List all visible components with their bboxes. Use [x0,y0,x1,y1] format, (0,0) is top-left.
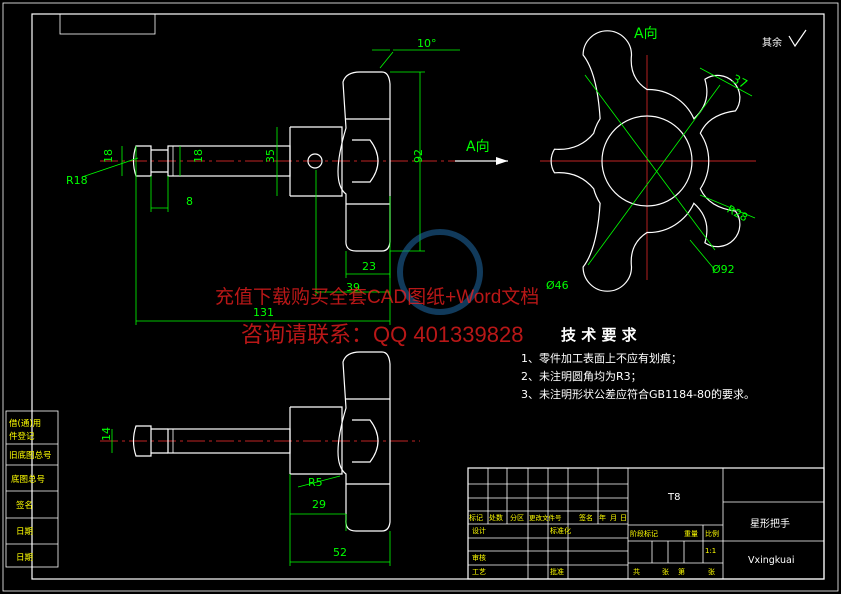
scale: 1:1 [705,547,716,555]
dim-angle: 10° [417,37,437,50]
dim-18-left: 18 [102,149,115,163]
dim-8: 8 [186,195,193,208]
strip-label-1: 借(通)用 [9,418,41,429]
tech-item-2: 2、未注明圆角均为R3； [521,369,642,383]
dim-18-right: 18 [192,149,205,163]
rev-h-4: 更改文件号 [529,513,562,522]
left-strip: 借(通)用 件登记 旧底图总号 底图总号 签名 日期 日期 [5,410,59,568]
sheet-2: 张 [662,567,669,576]
strip-label-4: 底图总号 [11,474,45,485]
tech-item-1: 1、零件加工表面上不应有划痕； [521,351,682,365]
strip-label-6: 日期 [16,527,33,537]
tech-title: 技 术 要 求 [561,326,638,344]
mid-label-2: 重量 [684,530,698,538]
role-approve: 批准 [550,567,564,576]
strip-label-3: 旧底图总号 [9,450,52,461]
sheet-1: 共 [633,567,640,576]
roughness-symbol [788,29,807,48]
dim-52: 52 [333,546,347,559]
dim-14: 14 [100,427,113,441]
roughness-label: 其余 [762,36,782,49]
mid-label-3: 比例 [705,529,719,538]
watermark-logo [397,229,483,315]
front-view: R18 18 18 35 92 8 23 39 131 10° A向 [66,37,508,325]
rev-h-2: 处数 [489,513,503,522]
role-review: 审核 [472,553,486,562]
sheet-3: 第 [678,567,685,576]
rev-h-8: 日 [620,514,627,522]
a-view: A向 37 R28 Ø92 Ø46 其余 [540,26,807,292]
dim-phi46: Ø46 [546,279,569,292]
dim-37: 37 [730,72,750,92]
a-view-arrow-label: A向 [466,139,490,155]
drawing-number: Vxingkuai [748,555,795,566]
role-std: 标准化 [550,526,571,535]
material: T8 [667,492,680,503]
mid-label-1: 阶段标记 [630,529,658,538]
tech-item-3: 3、未注明形状公差应符合GB1184-80的要求。 [521,387,755,401]
rev-h-5: 签名 [579,513,593,522]
dim-23: 23 [362,260,376,273]
dim-35: 35 [264,149,277,163]
strip-label-7: 日期 [16,553,33,563]
a-view-title: A向 [634,26,658,42]
bottom-view: 14 R5 29 52 [100,351,420,566]
rev-h-6: 年 [599,513,606,522]
watermark-line-1: 充值下载购买全套CAD图纸+Word文档 [215,286,539,308]
watermark-line-2: 咨询请联系：QQ 401339828 [241,322,523,347]
part-name: 星形把手 [750,517,790,530]
strip-label-5: 签名 [16,500,33,511]
sheet-4: 张 [708,567,715,576]
dim-39: 39 [346,281,360,294]
role-process: 工艺 [472,568,486,576]
strip-label-2: 件登记 [9,431,35,442]
dim-r28: R28 [725,203,750,225]
rev-h-3: 分区 [510,513,524,522]
rev-h-7: 月 [610,514,617,522]
inner-frame [31,13,825,580]
dim-131: 131 [253,306,274,319]
dim-29: 29 [312,498,326,511]
top-left-box [59,13,156,35]
dim-r18: R18 [66,174,88,187]
dim-92: 92 [412,149,425,163]
rev-h-1: 标记 [469,513,483,522]
dim-phi92: Ø92 [712,263,735,276]
dim-r5: R5 [308,476,323,489]
watermark: 充值下载购买全套CAD图纸+Word文档 咨询请联系：QQ 401339828 [215,229,539,347]
role-design: 设计 [472,526,486,535]
title-block: T8 星形把手 Vxingkuai 1:1 标记 处数 分区 更改文件号 签名 … [467,467,825,580]
tech-requirements: 技 术 要 求 1、零件加工表面上不应有划痕； 2、未注明圆角均为R3； 3、未… [521,326,755,401]
